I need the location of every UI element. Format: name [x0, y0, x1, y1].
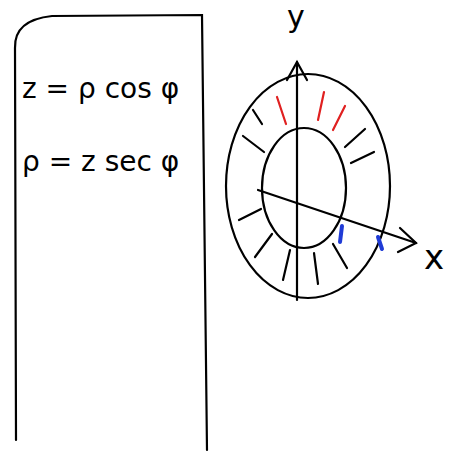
equation-text: ρ = z sec φ: [12, 145, 210, 178]
hatch-marks: [239, 110, 374, 284]
x-arrowhead: [398, 228, 416, 252]
equation-text: z = ρ cos φ: [12, 72, 210, 105]
formula-panel: z = ρ cos φ ρ = z sec φ: [12, 12, 210, 452]
inner-circle: [262, 128, 346, 248]
axis-label: x: [424, 240, 444, 274]
axis-label: y: [287, 2, 305, 32]
outer-circle: [226, 74, 390, 298]
blue-hatch-marks: [340, 226, 382, 249]
y-axis: [296, 62, 298, 300]
red-hatch-marks: [277, 92, 345, 130]
x-axis: [258, 190, 416, 243]
